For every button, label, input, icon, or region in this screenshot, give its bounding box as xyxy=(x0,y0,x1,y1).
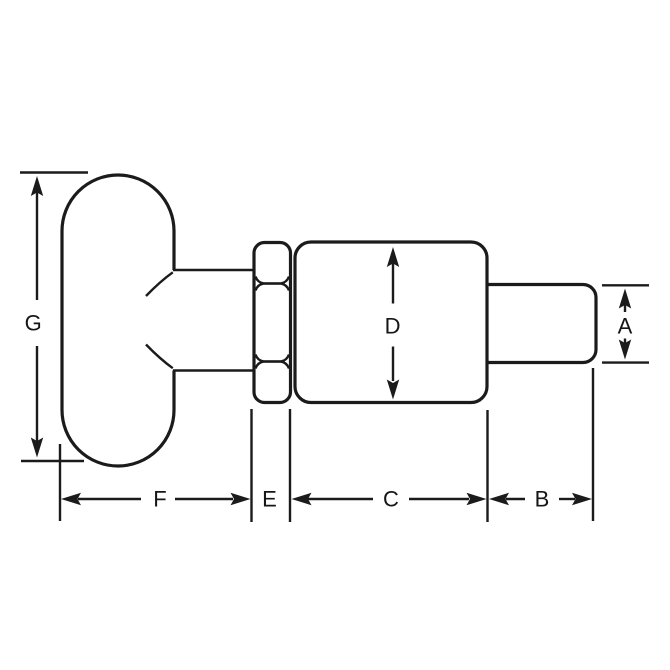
svg-text:B: B xyxy=(535,486,550,511)
svg-text:A: A xyxy=(618,314,633,339)
svg-text:C: C xyxy=(383,486,399,511)
svg-text:E: E xyxy=(262,486,277,511)
svg-text:F: F xyxy=(153,486,166,511)
svg-text:G: G xyxy=(25,310,42,335)
svg-text:D: D xyxy=(385,314,401,339)
